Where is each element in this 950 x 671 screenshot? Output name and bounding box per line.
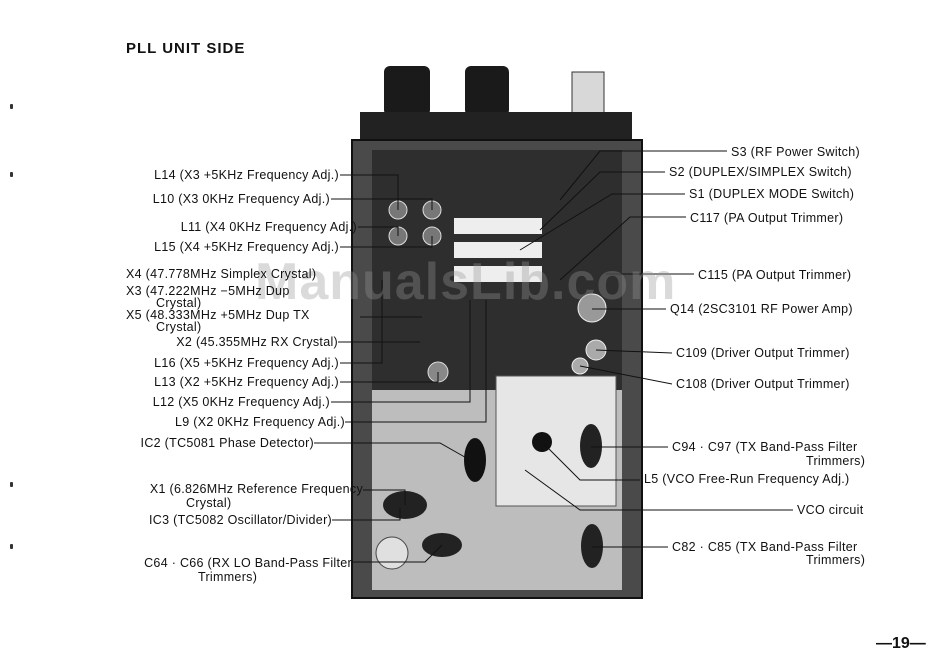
label-x3: X3 (47.222MHz −5MHz Dup	[126, 284, 290, 298]
label-c64-c66: C64 · C66 (RX LO Band-Pass Filter	[144, 556, 352, 570]
switch-s3	[454, 266, 542, 282]
label-c117: C117 (PA Output Trimmer)	[690, 211, 844, 225]
bnc-connector	[571, 71, 605, 117]
knob-left	[384, 66, 430, 116]
label-s3: S3 (RF Power Switch)	[731, 145, 860, 159]
label-x5-cont: Crystal)	[156, 320, 202, 334]
label-q14: Q14 (2SC3101 RF Power Amp)	[670, 302, 853, 316]
margin-mark	[10, 544, 13, 549]
label-x1: X1 (6.826MHz Reference Frequency	[149, 482, 363, 496]
label-c108: C108 (Driver Output Trimmer)	[676, 377, 850, 391]
page-title: PLL UNIT SIDE	[126, 40, 246, 57]
label-x4: X4 (47.778MHz Simplex Crystal)	[126, 267, 317, 281]
label-ic3: IC3 (TC5082 Oscillator/Divider)	[149, 513, 332, 527]
watermark-text: ManualsLib.com	[255, 253, 677, 311]
label-l13: L13 (X2 +5KHz Frequency Adj.)	[154, 375, 339, 389]
margin-mark	[10, 172, 13, 177]
switch-s1	[454, 218, 542, 234]
label-x5: X5 (48.333MHz +5MHz Dup TX	[126, 308, 310, 322]
label-c64-c66-cont: Trimmers)	[198, 570, 258, 584]
label-c115: C115 (PA Output Trimmer)	[698, 268, 852, 282]
label-c82-c85: C82 · C85 (TX Band-Pass Filter	[672, 540, 858, 554]
label-s2: S2 (DUPLEX/SIMPLEX Switch)	[669, 165, 852, 179]
margin-mark	[10, 104, 13, 109]
label-l12: L12 (X5 0KHz Frequency Adj.)	[152, 395, 330, 409]
label-x1-cont: Crystal)	[186, 496, 232, 510]
label-x2: X2 (45.355MHz RX Crystal)	[176, 335, 338, 349]
knob-right	[465, 66, 509, 116]
label-c109: C109 (Driver Output Trimmer)	[676, 346, 850, 360]
label-l10: L10 (X3 0KHz Frequency Adj.)	[152, 192, 330, 206]
label-l16: L16 (X5 +5KHz Frequency Adj.)	[154, 356, 339, 370]
label-x3-cont: Crystal)	[156, 296, 202, 310]
switch-s2	[454, 242, 542, 258]
leader-lines	[314, 150, 793, 563]
label-l11: L11 (X4 0KHz Frequency Adj.)	[180, 220, 357, 234]
margin-mark	[10, 482, 13, 487]
label-c94-c97: C94 · C97 (TX Band-Pass Filter	[672, 440, 858, 454]
label-l15: L15 (X4 +5KHz Frequency Adj.)	[154, 240, 339, 254]
label-l5: L5 (VCO Free-Run Frequency Adj.)	[644, 472, 850, 486]
page-number: —19—	[876, 635, 926, 652]
ic2	[464, 438, 486, 482]
label-c82-c85-cont: Trimmers)	[806, 553, 866, 567]
label-vco: VCO circuit	[797, 503, 864, 517]
label-ic2: IC2 (TC5081 Phase Detector)	[140, 436, 314, 450]
label-l14: L14 (X3 +5KHz Frequency Adj.)	[154, 168, 339, 182]
label-c94-c97-cont: Trimmers)	[806, 454, 866, 468]
label-l9: L9 (X2 0KHz Frequency Adj.)	[175, 415, 345, 429]
label-s1: S1 (DUPLEX MODE Switch)	[689, 187, 855, 201]
